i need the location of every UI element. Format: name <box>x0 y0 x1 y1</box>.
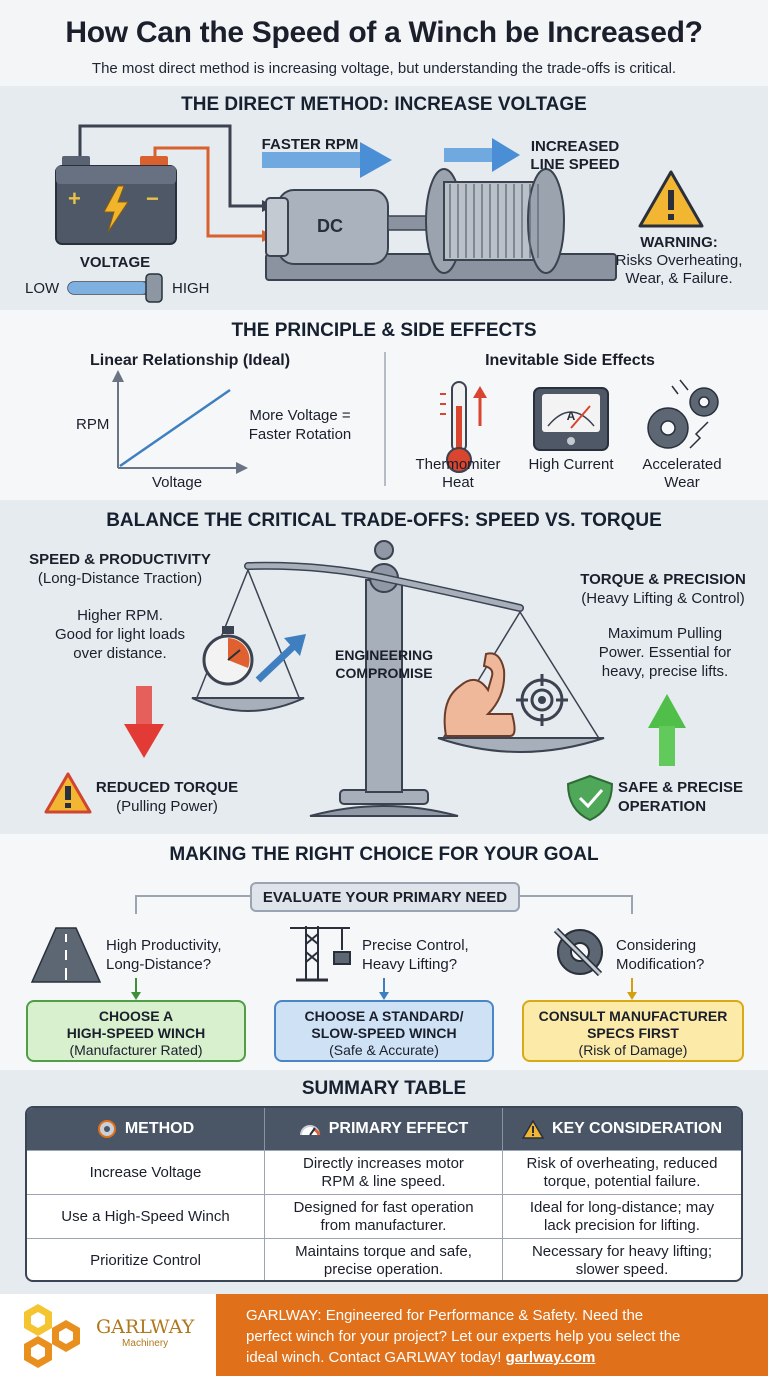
side-effects-title: Inevitable Side Effects <box>485 352 655 369</box>
voltage-slider <box>67 273 163 303</box>
wrench-gear-icon <box>553 927 603 977</box>
faster-rpm-arrow <box>262 142 392 178</box>
gauge-icon <box>299 1125 321 1136</box>
warning-icon <box>638 170 704 228</box>
principle-title: THE PRINCIPLE & SIDE EFFECTS <box>231 320 537 341</box>
principle-graphics: A <box>112 352 719 486</box>
ammeter-icon: A <box>533 387 609 451</box>
evaluate-need-box: EVALUATE YOUR PRIMARY NEED <box>250 882 520 912</box>
footer-cta: GARLWAY: Engineered for Performance & Sa… <box>216 1294 768 1376</box>
slow-speed-winch-box: CHOOSE A STANDARD/ SLOW-SPEED WINCH (Saf… <box>274 1000 494 1062</box>
choice-connectors <box>30 895 637 1000</box>
linear-note: More Voltage = Faster Rotation <box>248 407 352 443</box>
option-question-productivity: High Productivity, Long-Distance? <box>106 937 222 973</box>
table-row: Use a High-Speed Winch Designed for fast… <box>27 1194 741 1238</box>
method-header: METHOD <box>27 1108 265 1150</box>
option-question-modification: Considering Modification? <box>616 937 705 973</box>
torque-description: Maximum Pulling Power. Essential for hea… <box>598 625 732 680</box>
speed-description: Higher RPM. Good for light loads over di… <box>54 607 186 662</box>
tradeoff-section: BALANCE THE CRITICAL TRADE-OFFS: SPEED V… <box>0 500 768 834</box>
balance-scale-illustration <box>44 540 686 822</box>
speed-productivity-block: SPEED & PRODUCTIVITY (Long-Distance Trac… <box>29 551 211 587</box>
high-speed-winch-box: CHOOSE A HIGH-SPEED WINCH (Manufacturer … <box>26 1000 246 1062</box>
road-icon <box>30 927 102 983</box>
direct-method-diagram: + − DC <box>55 124 704 303</box>
speed-arrow-icon <box>255 634 306 683</box>
effect-heat-label: Thermomiter Heat <box>415 456 501 491</box>
rpm-axis-label: RPM <box>76 416 110 433</box>
effect-wear-label: Accelerated Wear <box>642 456 722 491</box>
worn-gears-icon <box>647 379 719 449</box>
stopwatch-icon <box>202 626 254 686</box>
svg-text:+: + <box>68 186 81 211</box>
effect-current-label: High Current <box>528 456 614 473</box>
summary-title: SUMMARY TABLE <box>301 1078 467 1099</box>
up-arrow-icon <box>648 694 686 766</box>
increased-line-speed-label: INCREASED LINE SPEED <box>530 138 620 173</box>
safe-precise-label: SAFE & PRECISE OPERATION <box>618 779 744 815</box>
table-row: Increase Voltage Directly increases moto… <box>27 1150 741 1194</box>
warning-text: WARNING: Risks Overheating, Wear, & Fail… <box>615 234 743 287</box>
header: How Can the Speed of a Winch be Increase… <box>0 0 768 92</box>
option-question-control: Precise Control, Heavy Lifting? <box>362 937 469 973</box>
linear-relationship-title: Linear Relationship (Ideal) <box>89 352 291 369</box>
line-speed-arrow <box>444 138 520 172</box>
reduced-torque-label: REDUCED TORQUE (Pulling Power) <box>95 779 239 815</box>
summary-table: METHOD PRIMARY EFFECT KEY CONSIDERATION … <box>25 1106 743 1282</box>
winch-motor-illustration: DC <box>265 168 617 281</box>
consult-manufacturer-box: CONSULT MANUFACTURER SPECS FIRST (Risk o… <box>522 1000 744 1062</box>
linear-graph <box>112 370 248 474</box>
page-subtitle: The most direct method is increasing vol… <box>91 60 677 77</box>
choice-title: MAKING THE RIGHT CHOICE FOR YOUR GOAL <box>169 844 599 865</box>
voltage-high-label: HIGH <box>172 280 210 297</box>
tradeoff-title: BALANCE THE CRITICAL TRADE-OFFS: SPEED V… <box>106 510 662 531</box>
voltage-axis-label: Voltage <box>152 474 203 491</box>
shield-check-icon <box>566 774 614 822</box>
consideration-header: KEY CONSIDERATION <box>503 1108 741 1150</box>
flexed-arm-icon <box>443 652 516 737</box>
svg-text:A: A <box>567 409 576 423</box>
principle-section: THE PRINCIPLE & SIDE EFFECTS Linear Rela… <box>0 310 768 500</box>
effect-header: PRIMARY EFFECT <box>265 1108 503 1150</box>
table-row: Prioritize Control Maintains torque and … <box>27 1238 741 1280</box>
thermometer-icon <box>440 381 487 473</box>
warning-icon <box>521 1119 544 1139</box>
battery-icon: + − <box>55 156 177 245</box>
garlway-logo-text: GARLWAY Machinery <box>96 1316 195 1349</box>
direct-method-section: THE DIRECT METHOD: INCREASE VOLTAGE + − <box>0 86 768 310</box>
svg-text:−: − <box>146 186 159 211</box>
summary-table-header: METHOD PRIMARY EFFECT KEY CONSIDERATION <box>27 1108 741 1150</box>
garlway-logo-icon <box>24 1304 80 1368</box>
target-icon <box>516 674 568 726</box>
footer: GARLWAY Machinery GARLWAY: Engineered fo… <box>0 1294 768 1376</box>
garlway-link[interactable]: garlway.com <box>505 1349 596 1366</box>
page-title: How Can the Speed of a Winch be Increase… <box>65 16 703 49</box>
svg-text:DC: DC <box>317 216 343 236</box>
engineering-compromise-label: ENGINEERING COMPROMISE <box>334 647 433 681</box>
faster-rpm-label: FASTER RPM <box>261 136 359 153</box>
voltage-low-label: LOW <box>25 280 60 297</box>
crane-icon <box>290 926 351 982</box>
down-arrow-icon <box>124 686 164 758</box>
voltage-label: VOLTAGE <box>79 254 151 271</box>
torque-precision-block: TORQUE & PRECISION (Heavy Lifting & Cont… <box>580 571 746 607</box>
direct-method-title: THE DIRECT METHOD: INCREASE VOLTAGE <box>181 94 587 115</box>
reduced-torque-warning-icon <box>44 772 92 814</box>
gear-icon <box>97 1120 116 1138</box>
